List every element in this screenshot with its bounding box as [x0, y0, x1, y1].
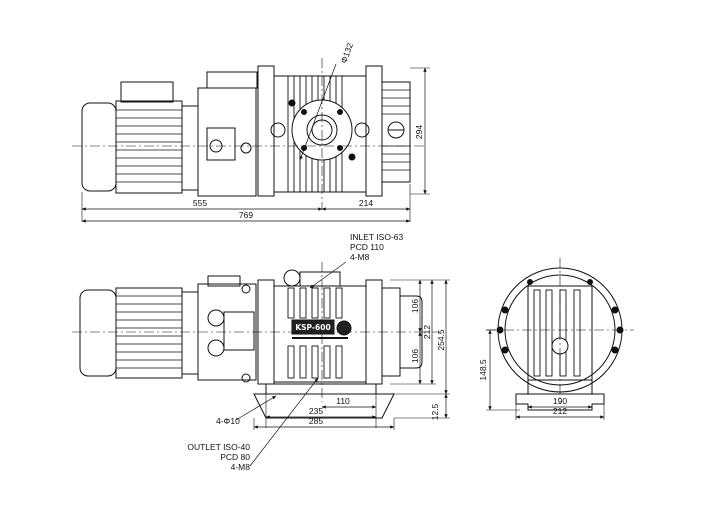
motor-fin-lines-top [116, 109, 182, 183]
motor-body-front [79, 289, 117, 377]
rotor-body-top [273, 75, 367, 193]
housing-cap-front [207, 275, 241, 287]
base-plate-front [265, 383, 377, 395]
motor-body-top [81, 102, 117, 192]
end-cover-fins-top [382, 89, 410, 171]
front-view [72, 261, 450, 467]
housing-bolt-front-2 [241, 373, 251, 383]
dim-label-769: 769 [239, 210, 253, 220]
dim-label-294: 294 [414, 125, 424, 139]
fin-disc-left [270, 122, 286, 138]
housing-bolt-top-2 [240, 142, 252, 154]
dim-label-110: 110 [336, 396, 350, 406]
nameplate-front [291, 319, 335, 335]
housing-box-top [206, 127, 236, 161]
inlet-note-line1: INLET ISO-63 [350, 232, 403, 242]
motor-fins-top [115, 100, 183, 194]
dim-label-phi132: Φ132 [338, 41, 355, 64]
fin-disc-right [354, 122, 370, 138]
outlet-note-line1: OUTLET ISO-40 [187, 442, 250, 452]
dim-label-555: 555 [193, 198, 207, 208]
logo-badge [336, 320, 352, 336]
inlet-port-front [299, 271, 341, 287]
nameplate-text: KSP-600 [295, 323, 330, 332]
pump-flange-left-top [257, 65, 275, 197]
base-feet-front [253, 393, 395, 419]
bolt-head-2 [348, 153, 356, 161]
terminal-box-top [120, 81, 174, 103]
dim-label-235: 235 [309, 406, 323, 416]
rotor-fins-front [287, 287, 343, 379]
inlet-note-line2: PCD 110 [350, 242, 384, 252]
housing-cap-top [206, 71, 258, 89]
dim-label-12-5: 12.5 [430, 403, 440, 420]
dim-label-190: 190 [553, 396, 567, 406]
dim-label-254: 254.5 [436, 329, 446, 351]
leader-foot-holes [235, 395, 277, 421]
dim-label-214: 214 [359, 198, 373, 208]
inlet-stub-front [283, 269, 301, 287]
housing-boss-front-2 [207, 339, 225, 357]
inlet-bolts-top [301, 109, 343, 151]
motor-flange-top [181, 105, 199, 191]
side-fins [533, 289, 581, 377]
motor-fins-front [115, 287, 183, 379]
motor-flange-front [181, 291, 199, 375]
housing-plate-front [223, 311, 255, 351]
dim-label-212-front: 212 [422, 325, 432, 339]
leader-phi132 [299, 63, 337, 161]
side-bolts [496, 279, 624, 354]
housing-bolt-front [241, 284, 251, 294]
top-view [72, 58, 430, 223]
leader-inlet [309, 261, 347, 289]
side-base-feet [515, 393, 605, 411]
end-cover-top [381, 81, 411, 183]
dim-label-106-lower: 106 [410, 349, 420, 363]
outlet-note-line2: PCD 80 [220, 452, 250, 462]
motor-fin-lines-front [116, 295, 182, 369]
side-view [486, 258, 634, 420]
dim-label-285: 285 [309, 416, 323, 426]
inlet-note-line3: 4-M8 [350, 252, 370, 262]
dim-label-148-5: 148.5 [478, 359, 488, 381]
outlet-note-line3: 4-M8 [231, 462, 251, 472]
dim-label-212-side: 212 [553, 406, 567, 416]
dim-label-106-upper: 106 [410, 299, 420, 313]
foot-holes-note: 4-Φ10 [216, 416, 240, 426]
bolt-head-1 [288, 99, 296, 107]
leader-outlet [249, 377, 319, 467]
pump-flange-right-top [365, 65, 383, 197]
housing-boss-front [207, 309, 225, 327]
